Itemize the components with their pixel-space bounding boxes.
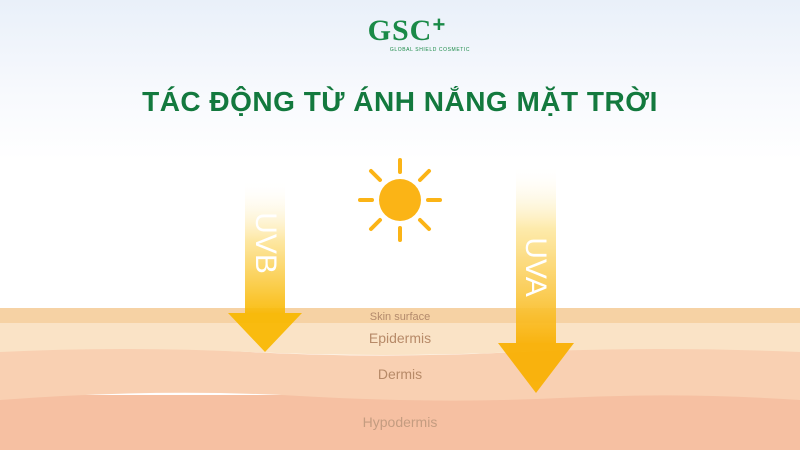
logo-text: GSC bbox=[367, 14, 433, 47]
sun-icon bbox=[358, 158, 442, 242]
hypodermis-label: Hypodermis bbox=[362, 414, 438, 430]
skin-surface-label: Skin surface bbox=[369, 311, 431, 323]
page-title: TÁC ĐỘNG TỪ ÁNH NẮNG MẶT TRỜI bbox=[142, 86, 658, 117]
skin-surface-layer bbox=[0, 308, 800, 323]
uva-label: UVA bbox=[519, 237, 552, 297]
hypodermis-layer bbox=[0, 395, 800, 450]
dermis-label: Dermis bbox=[377, 366, 423, 382]
brand-logo: GSC+ GLOBAL SHIELD COSMETIC bbox=[0, 12, 800, 53]
epidermis-label: Epidermis bbox=[368, 330, 432, 346]
epidermis-layer bbox=[0, 322, 800, 355]
dermis-layer bbox=[0, 347, 800, 401]
uvb-arrow bbox=[228, 180, 302, 352]
plus-icon: + bbox=[432, 12, 447, 37]
logo-subtitle: GLOBAL SHIELD COSMETIC bbox=[389, 47, 471, 53]
uva-arrow bbox=[498, 165, 574, 393]
uvb-label: UVB bbox=[249, 212, 282, 274]
logo-mark: GSC+ bbox=[367, 12, 446, 48]
